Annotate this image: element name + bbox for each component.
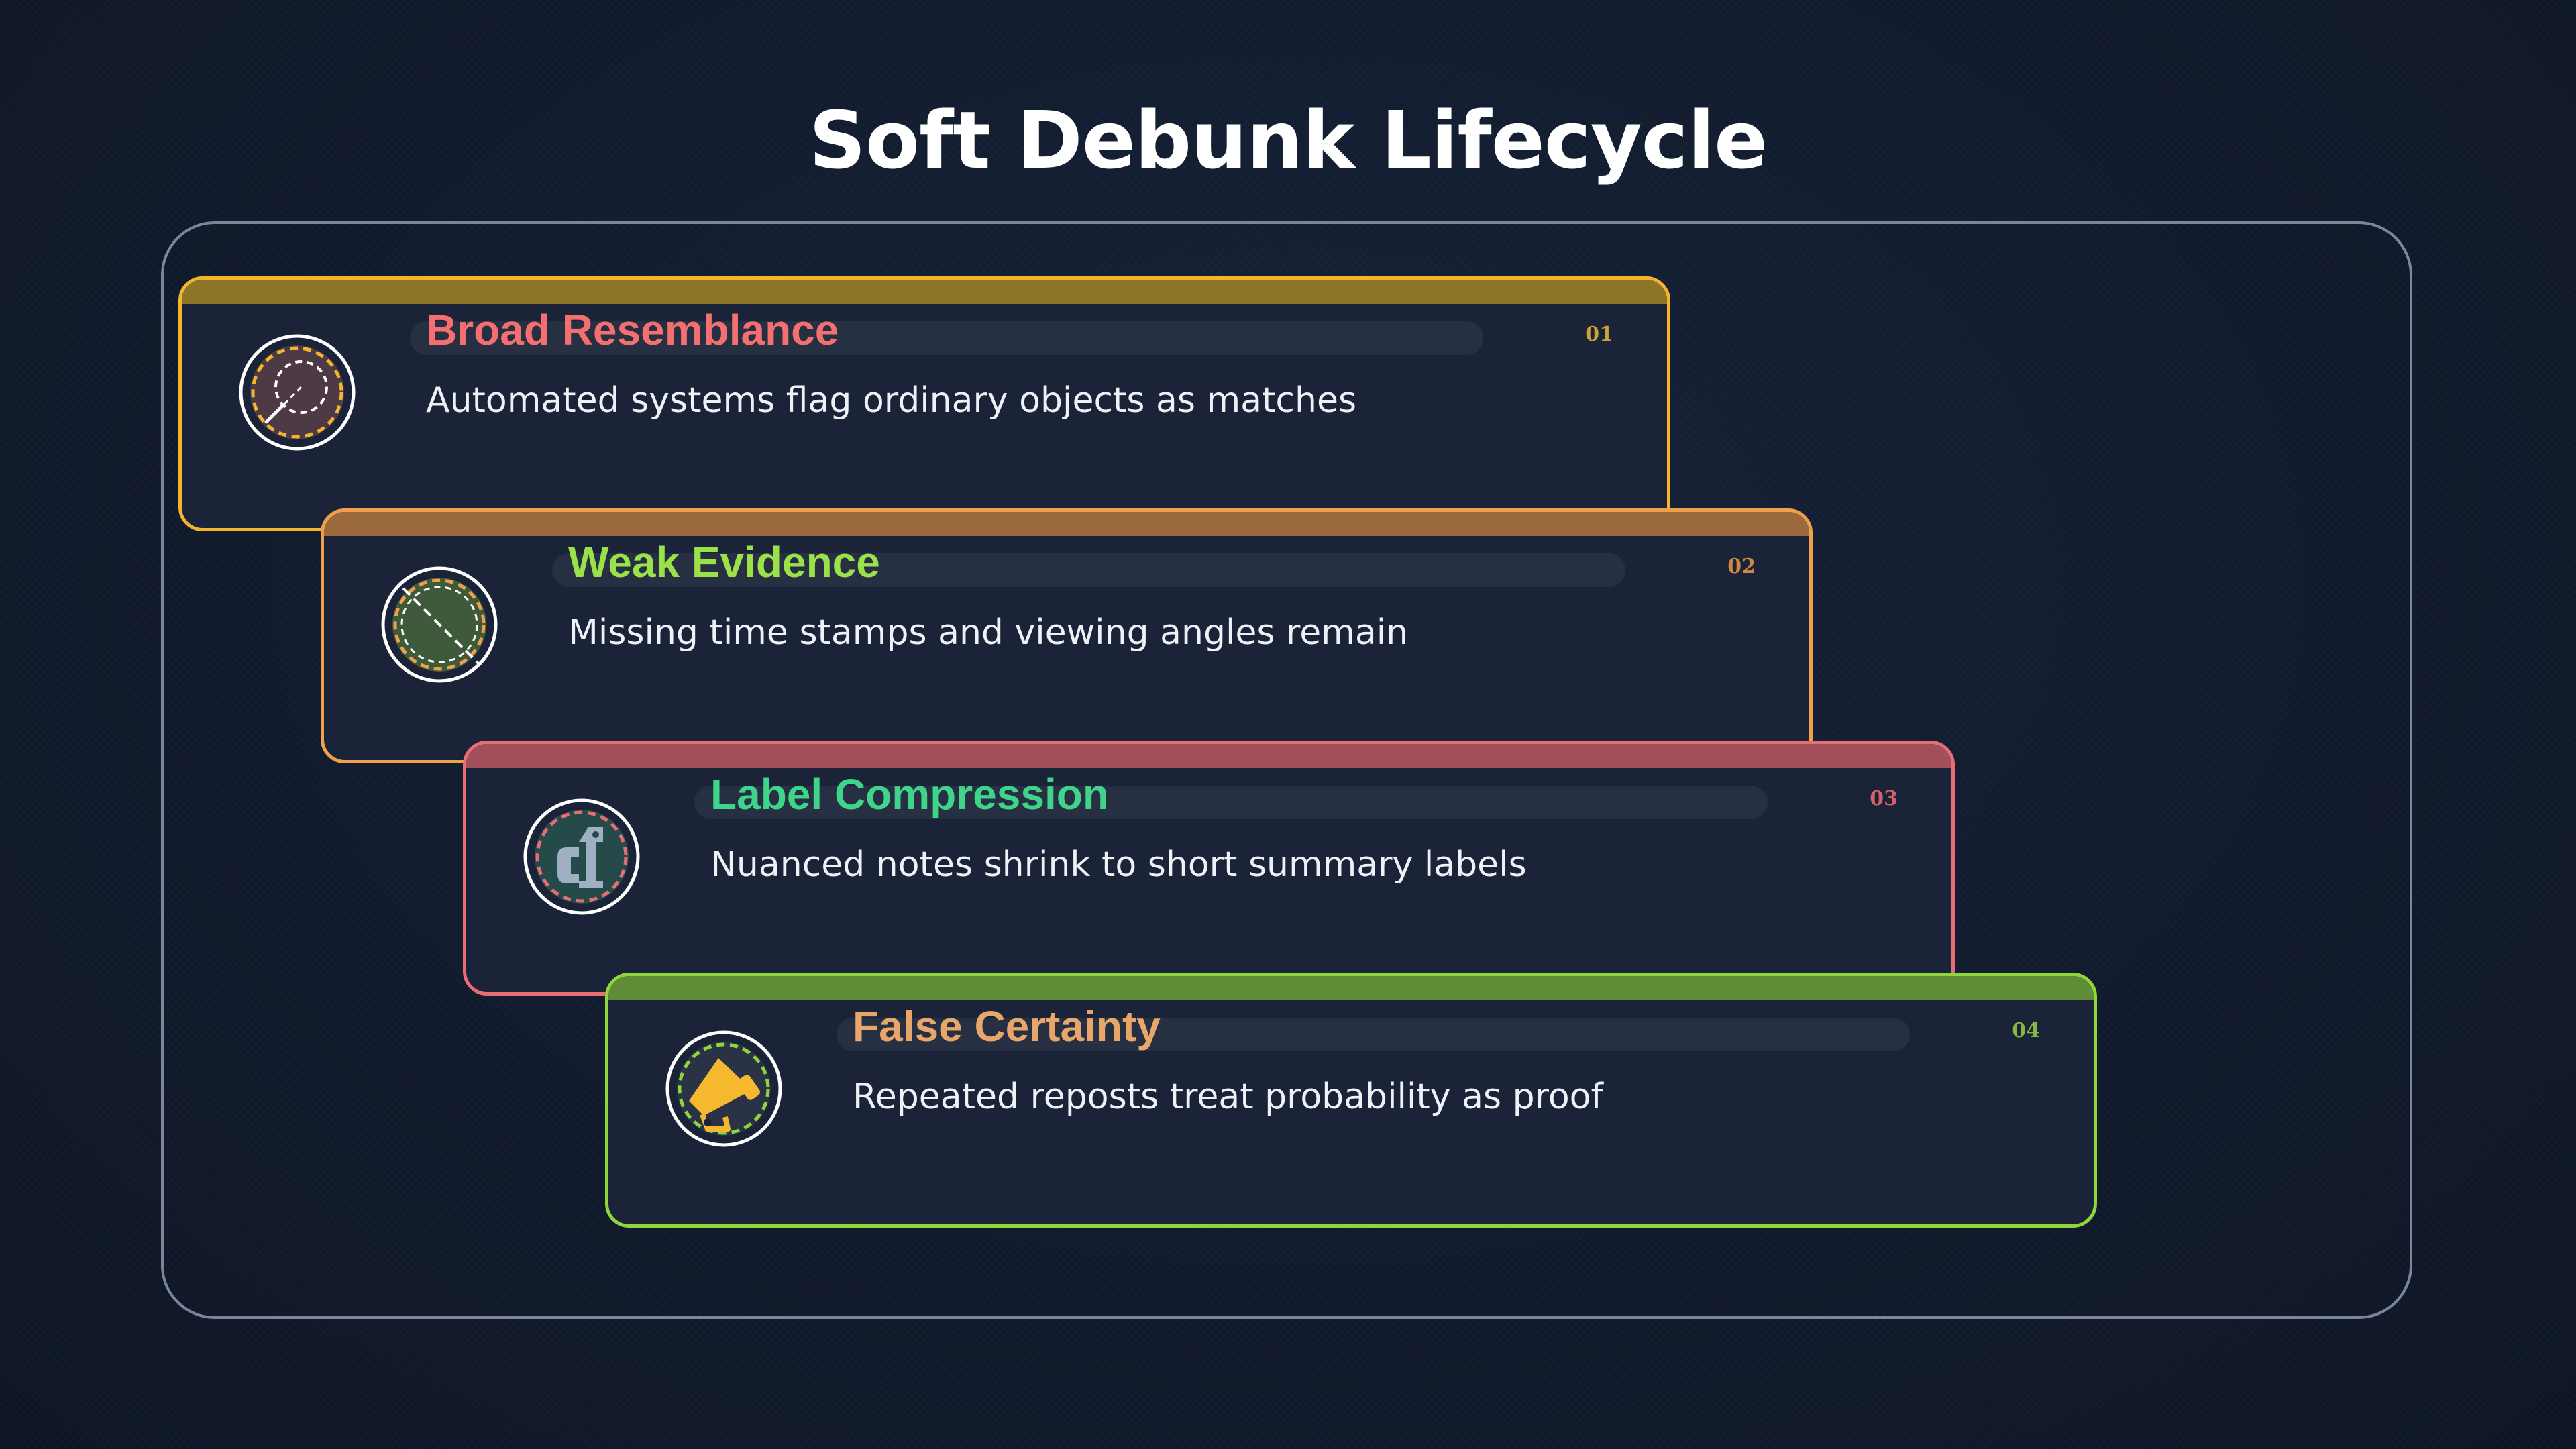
page-title: Soft Debunk Lifecycle [808, 94, 1768, 186]
step-number: 01 [1585, 323, 1613, 346]
step-heading: Broad Resemblance [426, 306, 839, 354]
step-card-bar [182, 280, 1667, 304]
step-card-2: Weak Evidence 02 Missing time stamps and… [321, 508, 1813, 763]
heading-highlight [694, 786, 1768, 819]
step-number: 03 [1870, 787, 1898, 810]
step-description: Repeated reposts treat probability as pr… [853, 1077, 1603, 1117]
no-entry-icon [379, 564, 500, 685]
step-card-4: False Certainty 04 Repeated reposts trea… [605, 973, 2097, 1228]
step-heading: Label Compression [710, 770, 1109, 818]
step-number: 02 [1727, 555, 1756, 578]
step-card-bar [608, 976, 2094, 1000]
step-description: Missing time stamps and viewing angles r… [568, 612, 1409, 653]
megaphone-icon [663, 1028, 784, 1149]
heading-highlight [552, 553, 1625, 587]
magnifier-icon [237, 332, 358, 453]
step-description: Nuanced notes shrink to short summary la… [710, 845, 1527, 885]
step-number: 04 [2012, 1019, 2040, 1042]
heading-highlight [837, 1018, 1910, 1051]
step-heading: False Certainty [853, 1002, 1161, 1051]
heading-highlight [410, 321, 1483, 355]
step-card-1: Broad Resemblance 01 Automated systems f… [178, 276, 1670, 531]
clamp-icon [521, 796, 642, 917]
step-card-3: Label Compression 03 Nuanced notes shrin… [463, 741, 1955, 996]
step-card-bar [324, 512, 1809, 536]
diagram-frame [161, 221, 2412, 1319]
step-description: Automated systems flag ordinary objects … [426, 380, 1357, 421]
step-card-bar [466, 744, 1951, 768]
step-heading: Weak Evidence [568, 538, 880, 586]
